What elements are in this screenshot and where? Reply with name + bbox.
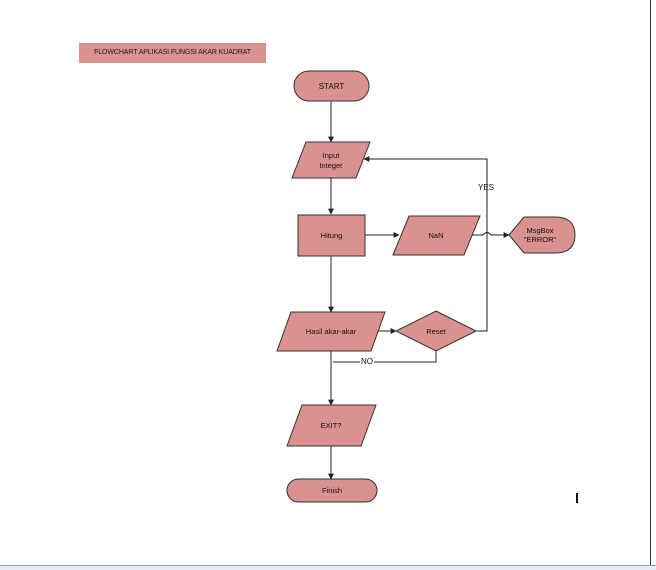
connectors — [328, 101, 510, 480]
status-strip — [0, 566, 656, 570]
node-input-label-2: Integer — [319, 161, 343, 170]
edge-label-yes: YES — [478, 183, 494, 192]
node-hasil-label: Hasil akar-akar — [306, 327, 357, 336]
node-nan-label: NaN — [428, 231, 443, 240]
node-finish: Finish — [286, 478, 378, 503]
node-exit-label: EXIT? — [321, 421, 342, 430]
node-exit: EXIT? — [286, 404, 377, 447]
flowchart-title: FLOWCHART APLIKASI FUNGSI AKAR KUADRAT — [79, 43, 266, 63]
node-hitung-label: Hitung — [321, 231, 343, 240]
parallelogram-shape — [276, 311, 386, 352]
parallelogram-shape — [286, 404, 377, 447]
display-shape — [508, 216, 576, 254]
edge-label-no: NO — [361, 357, 373, 366]
terminator-shape — [293, 70, 370, 102]
edge-reset-no — [333, 351, 437, 363]
page-bottom-border — [0, 565, 656, 566]
node-input-label-1: Input — [323, 151, 341, 160]
decision-shape — [394, 310, 478, 352]
text-cursor — [576, 493, 578, 503]
node-reset: Reset — [394, 310, 478, 352]
page-right-border — [650, 0, 651, 566]
parallelogram-shape — [291, 141, 371, 179]
node-hasil: Hasil akar-akar — [276, 311, 386, 352]
node-nan: NaN — [392, 215, 481, 256]
node-msgbox-label-2: "ERROR" — [524, 235, 557, 244]
terminator-shape — [286, 478, 378, 503]
node-finish-label: Finish — [322, 486, 342, 495]
node-hitung: Hitung — [297, 214, 366, 257]
node-msgbox: MsgBox "ERROR" — [508, 216, 576, 254]
node-reset-label: Reset — [426, 327, 447, 336]
node-msgbox-label-1: MsgBox — [526, 226, 553, 235]
parallelogram-shape — [392, 215, 481, 256]
process-shape — [297, 214, 366, 257]
node-start: START — [293, 70, 370, 102]
edge-nan-to-msgbox — [470, 232, 510, 238]
node-start-label: START — [319, 82, 345, 91]
node-input: Input Integer — [291, 141, 371, 179]
edge-reset-yes-loop — [363, 156, 488, 332]
